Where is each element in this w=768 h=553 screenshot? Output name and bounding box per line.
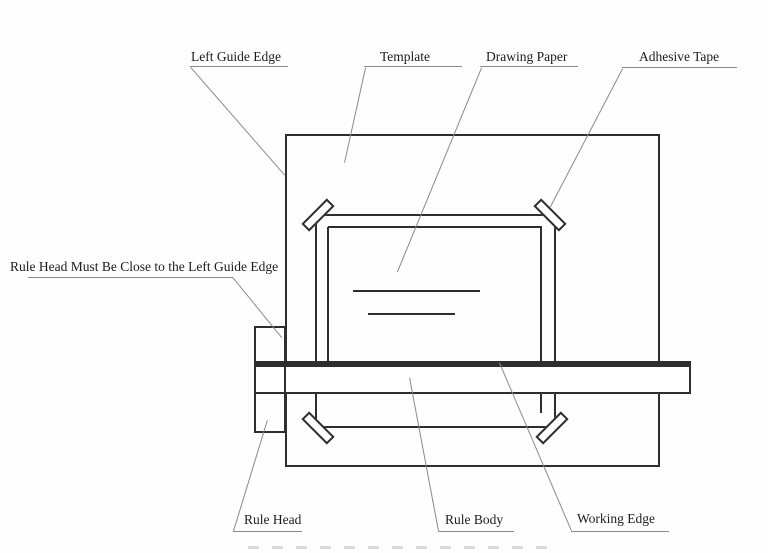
template-board [285,134,660,467]
underline-left-guide-edge [190,66,288,67]
underline-rule-head [233,531,302,532]
label-adhesive-tape: Adhesive Tape [639,49,720,64]
cut-off-caption-fragments [248,546,560,549]
sketch-line-1 [353,290,480,292]
label-template: Template [380,49,431,64]
underline-drawing-paper [480,66,578,67]
label-rule-head: Rule Head [244,512,302,527]
paper-inner-left-line [327,227,329,361]
label-drawing-paper: Drawing Paper [486,49,568,64]
working-edge-band [256,363,689,367]
rule-head-block [254,326,286,433]
underline-rule-head-note [28,277,233,278]
underline-adhesive-tape [622,67,737,68]
paper-inner-top-line [328,226,542,228]
rule-body-bar [254,361,691,394]
drawing-paper-sheet [315,214,556,428]
underline-working-edge [571,531,669,532]
underline-rule-body [438,531,514,532]
label-working-edge: Working Edge [577,511,656,526]
paper-inner-right-line [540,227,542,413]
label-rule-head-note: Rule Head Must Be Close to the Left Guid… [10,259,279,274]
sketch-line-2 [368,313,455,315]
label-left-guide-edge: Left Guide Edge [191,49,281,64]
label-rule-body: Rule Body [445,512,504,527]
underline-template [364,66,462,67]
leader-left-guide-edge [190,67,286,176]
